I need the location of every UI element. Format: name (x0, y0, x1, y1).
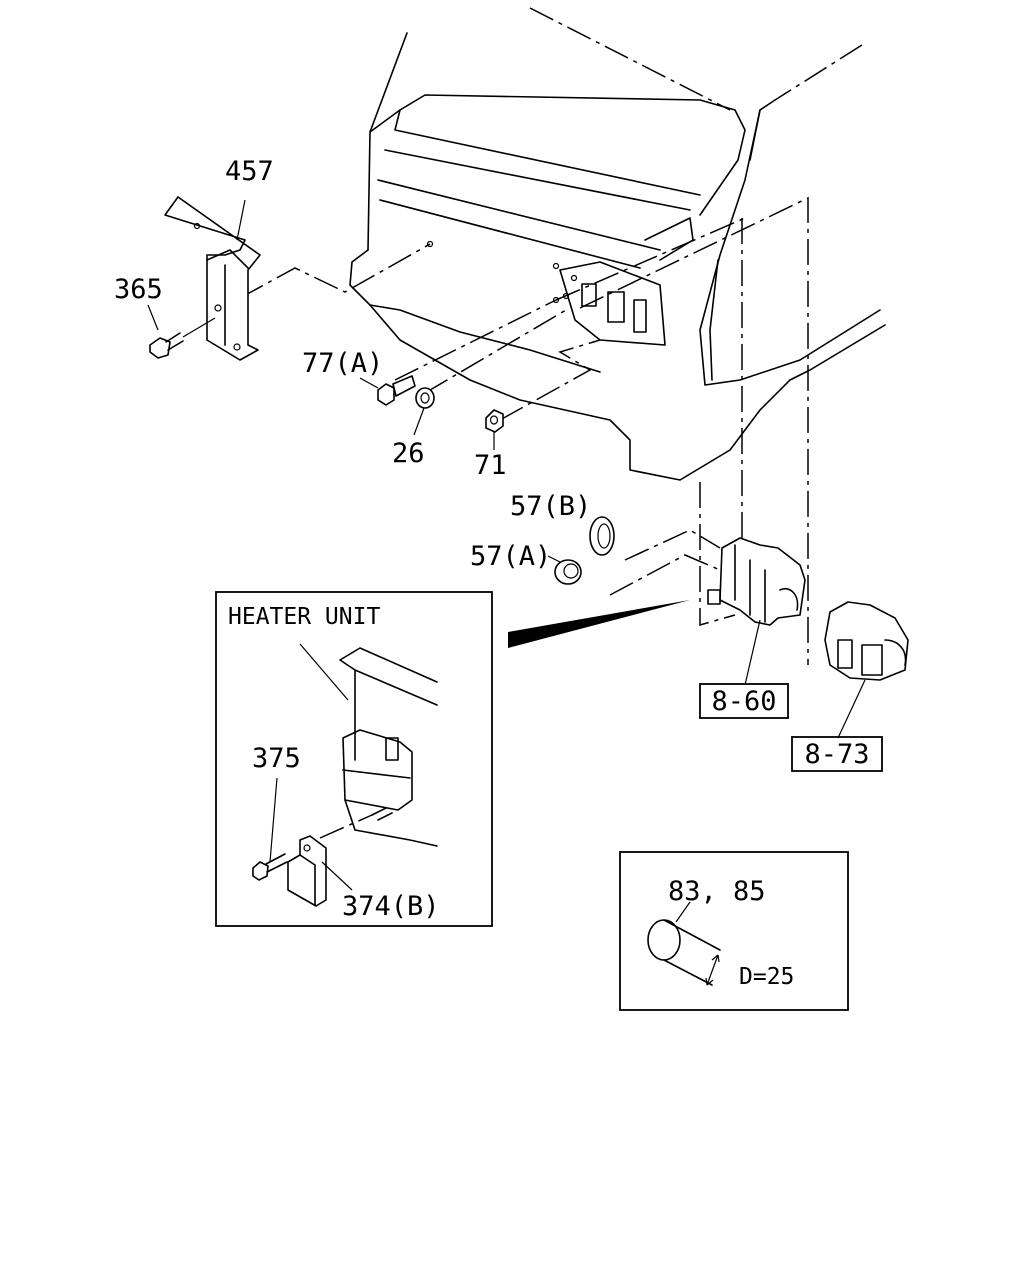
cab-body (349, 7, 886, 481)
nut-71 (485, 409, 504, 450)
ref-8-73-label: 8-73 (804, 739, 869, 770)
dimension-d25: D=25 (739, 964, 794, 990)
inset-heater-unit: HEATER UNIT 375 374(B) (215, 591, 493, 927)
bolt-365 (147, 304, 216, 359)
bolt-77a (359, 375, 416, 406)
heater-unit-8-73 (824, 601, 909, 739)
inset-pointer (508, 600, 690, 648)
ref-8-73[interactable]: 8-73 (791, 736, 883, 772)
label-71: 71 (474, 450, 507, 481)
heater-unit-title: HEATER UNIT (228, 604, 380, 630)
grommet-57b (589, 516, 615, 556)
label-374b: 374(B) (342, 891, 440, 922)
label-365: 365 (114, 274, 163, 305)
label-77a: 77(A) (302, 348, 383, 379)
bracket-457 (164, 196, 261, 361)
label-26: 26 (392, 438, 425, 469)
label-375: 375 (252, 743, 301, 774)
inset-plug: 83, 85 D=25 (619, 851, 849, 1011)
label-83-85: 83, 85 (668, 876, 766, 907)
ref-8-60[interactable]: 8-60 (699, 683, 789, 719)
heater-unit-8-60 (707, 537, 806, 686)
guide-lines (239, 196, 809, 665)
grommet-57a (547, 555, 582, 585)
ref-8-60-label: 8-60 (711, 686, 776, 717)
label-457: 457 (225, 156, 274, 187)
label-57b: 57(B) (510, 491, 591, 522)
label-57a: 57(A) (470, 541, 551, 572)
washer-26 (413, 387, 435, 436)
